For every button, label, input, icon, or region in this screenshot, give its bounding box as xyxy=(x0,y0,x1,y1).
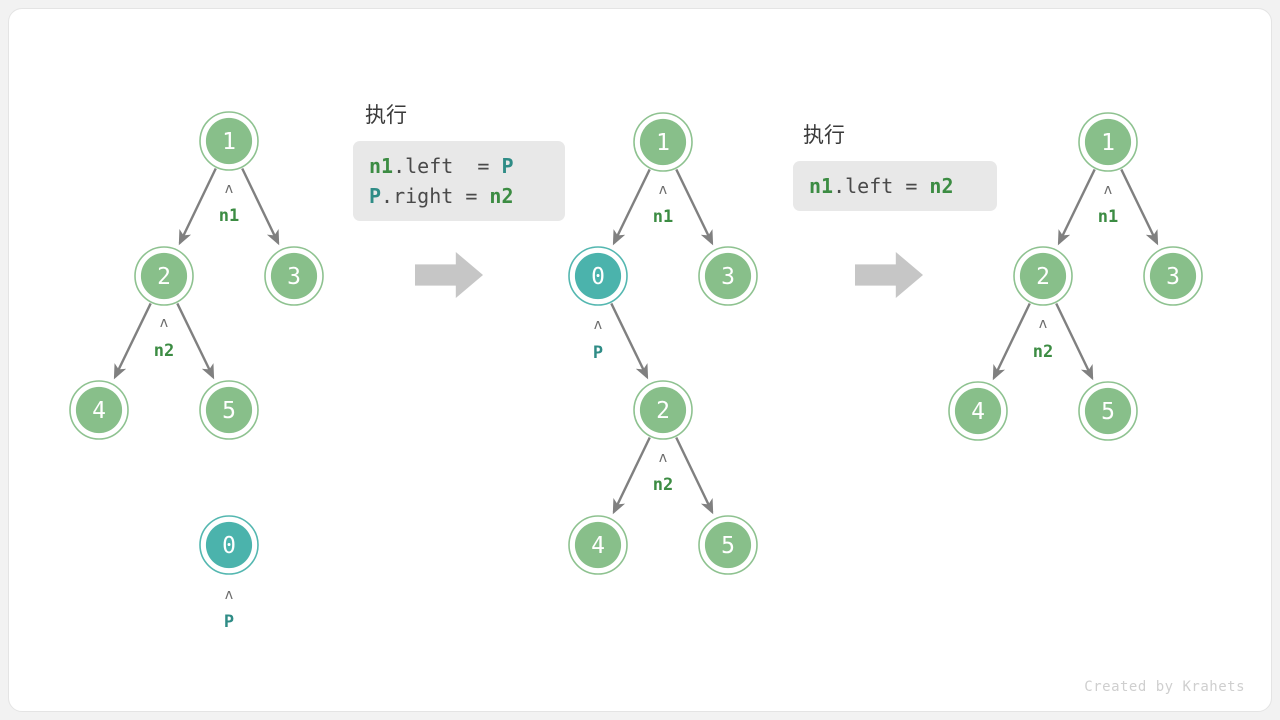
pointer-label-n2: n2 xyxy=(653,475,673,495)
tree-edge xyxy=(675,168,714,246)
pointer-label-n1: n1 xyxy=(1098,207,1118,227)
pointer-label-p: P xyxy=(224,612,234,632)
tree-node: 5 xyxy=(1078,381,1138,441)
tree-node: 4 xyxy=(69,380,129,440)
code-line: n1.left = n2 xyxy=(809,171,981,201)
tree-node: 2 xyxy=(633,380,693,440)
node-value: 1 xyxy=(222,129,236,155)
step-header-2: 执行 xyxy=(803,123,845,147)
code-token: .left = xyxy=(833,174,930,198)
tree-edge xyxy=(176,302,215,380)
pointer-caret-icon: ʌ xyxy=(594,317,602,333)
pointer-label-n2: n2 xyxy=(154,341,174,361)
node-value: 4 xyxy=(591,533,605,559)
tree-node: 3 xyxy=(698,246,758,306)
tree-edge xyxy=(113,302,152,380)
code-token: n2 xyxy=(929,174,954,198)
node-value: 5 xyxy=(721,533,735,559)
node-value: 4 xyxy=(92,398,106,424)
pointer-caret-icon: ʌ xyxy=(225,181,233,197)
pointer-label-n2: n2 xyxy=(1033,342,1053,362)
tree-edges xyxy=(113,167,1159,515)
code-line: n1.left = P xyxy=(369,151,549,181)
node-value: 1 xyxy=(1101,130,1115,156)
node-value: 2 xyxy=(157,264,171,290)
code-token: .left = xyxy=(393,154,502,178)
node-value: 4 xyxy=(971,399,985,425)
node-value: 0 xyxy=(222,533,236,559)
code-token: n1 xyxy=(809,174,834,198)
tree-node: 5 xyxy=(698,515,758,575)
pointer-caret-icon: ʌ xyxy=(1104,182,1112,198)
code-token: P xyxy=(501,154,514,178)
pointer-label-n1: n1 xyxy=(219,206,239,226)
tree-edge xyxy=(178,167,217,246)
tree-edge xyxy=(1057,168,1096,246)
tree-edge xyxy=(610,302,649,380)
tree-node: 1 xyxy=(633,112,693,172)
credit-footer: Created by Krahets xyxy=(1084,679,1245,695)
pointer-caret-icon: ʌ xyxy=(225,587,233,603)
tree-node: 4 xyxy=(948,381,1008,441)
code-token: n2 xyxy=(489,184,514,208)
tree-edge xyxy=(675,436,714,515)
node-value: 3 xyxy=(287,264,301,290)
tree-node: 0 xyxy=(568,246,628,306)
code-token: n1 xyxy=(369,154,394,178)
tree-edge xyxy=(612,436,651,515)
node-value: 2 xyxy=(1036,264,1050,290)
pointer-caret-icon: ʌ xyxy=(659,182,667,198)
step-arrows xyxy=(415,252,923,298)
tree-edge xyxy=(992,302,1031,381)
node-value: 0 xyxy=(591,264,605,290)
tree-node: 3 xyxy=(264,246,324,306)
tree-edge xyxy=(612,168,651,246)
pointer-label-n1: n1 xyxy=(653,207,673,227)
pointer-caret-icon: ʌ xyxy=(1039,316,1047,332)
tree-node: 5 xyxy=(199,380,259,440)
tree-node: 0 xyxy=(199,515,259,575)
tree-node: 4 xyxy=(568,515,628,575)
node-value: 5 xyxy=(222,398,236,424)
step-transition-arrow-icon xyxy=(415,252,483,298)
step-transition-arrow-icon xyxy=(855,252,923,298)
node-value: 2 xyxy=(656,398,670,424)
node-value: 3 xyxy=(721,264,735,290)
node-value: 5 xyxy=(1101,399,1115,425)
code-token: P xyxy=(369,184,382,208)
tree-edge xyxy=(1120,168,1159,246)
code-line: P.right = n2 xyxy=(369,181,549,211)
code-token: .right = xyxy=(381,184,490,208)
pointer-label-p: P xyxy=(593,343,603,363)
tree-node: 3 xyxy=(1143,246,1203,306)
node-value: 3 xyxy=(1166,264,1180,290)
tree-edge xyxy=(241,167,280,246)
tree-node: 2 xyxy=(134,246,194,306)
tree-edge xyxy=(1055,302,1094,381)
pointer-caret-icon: ʌ xyxy=(659,450,667,466)
tree-node: 1 xyxy=(199,111,259,171)
tree-node: 1 xyxy=(1078,112,1138,172)
pointer-caret-icon: ʌ xyxy=(160,315,168,331)
node-value: 1 xyxy=(656,130,670,156)
tree-node: 2 xyxy=(1013,246,1073,306)
tree-nodes: 1 2 3 4 5 0 1 0 3 2 4 5 1 2 3 4 5 xyxy=(69,111,1203,575)
step-header-1: 执行 xyxy=(365,103,407,127)
code-block-2: n1.left = n2 xyxy=(793,161,997,211)
